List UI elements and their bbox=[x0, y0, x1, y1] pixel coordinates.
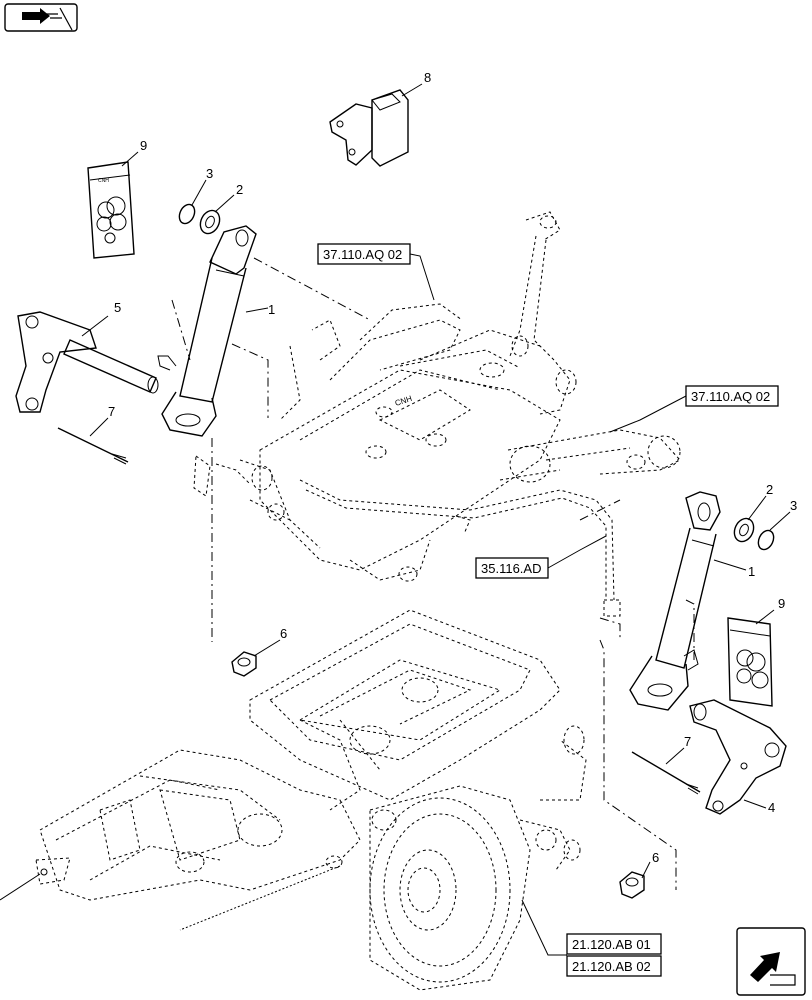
reference-37-110-aq-02-top[interactable]: 37.110.AQ 02 bbox=[317, 243, 435, 301]
callout-5: 5 bbox=[114, 300, 121, 315]
svg-text:35.116.AD: 35.116.AD bbox=[481, 561, 541, 576]
callout-7-right: 7 bbox=[684, 734, 691, 749]
callout-9-left: 9 bbox=[140, 138, 147, 153]
callout-2-left: 2 bbox=[236, 182, 243, 197]
svg-text:37.110.AQ 02: 37.110.AQ 02 bbox=[323, 247, 402, 262]
reference-21-120-ab-01[interactable]: 21.120.AB 01 bbox=[566, 933, 662, 955]
callout-2-right: 2 bbox=[766, 482, 773, 497]
next-page-arrow-icon[interactable] bbox=[736, 927, 806, 996]
callout-8: 8 bbox=[424, 70, 431, 85]
callout-3-left: 3 bbox=[206, 166, 213, 181]
reference-37-110-aq-02-right[interactable]: 37.110.AQ 02 bbox=[609, 385, 779, 433]
callout-6-right: 6 bbox=[652, 850, 659, 865]
snap-ring-part-3-left bbox=[178, 179, 207, 225]
previous-page-arrow-icon[interactable] bbox=[4, 3, 78, 32]
lift-cylinder-part-1-left bbox=[157, 225, 269, 437]
pin-part-7-left bbox=[57, 417, 129, 465]
seal-kit-bag-left: CNH bbox=[87, 151, 139, 259]
callout-9-right: 9 bbox=[778, 596, 785, 611]
pin-part-7-right bbox=[631, 747, 701, 795]
bushing-part-6-right bbox=[619, 861, 651, 899]
reference-35-116-ad[interactable]: 35.116.AD bbox=[475, 535, 607, 579]
lift-cylinder-part-1-right bbox=[629, 491, 747, 711]
lift-arm-part-5-left bbox=[15, 311, 159, 413]
lift-arm-part-4-right bbox=[689, 699, 787, 815]
svg-text:21.120.AB 01: 21.120.AB 01 bbox=[572, 937, 651, 952]
callout-1-left: 1 bbox=[268, 302, 275, 317]
callout-6-left: 6 bbox=[280, 626, 287, 641]
seal-kit-bag-right bbox=[727, 609, 775, 707]
reference-21-120-ab-02[interactable]: 21.120.AB 02 bbox=[521, 899, 662, 977]
svg-text:CNH: CNH bbox=[394, 394, 413, 408]
transmission-housing bbox=[0, 609, 587, 991]
callout-7-left: 7 bbox=[108, 404, 115, 419]
washer-part-2-right bbox=[733, 495, 767, 543]
washer-part-2-left bbox=[199, 194, 235, 235]
callout-4: 4 bbox=[768, 800, 775, 815]
svg-text:37.110.AQ 02: 37.110.AQ 02 bbox=[691, 389, 770, 404]
callout-3-right: 3 bbox=[790, 498, 797, 513]
svg-text:21.120.AB 02: 21.120.AB 02 bbox=[572, 959, 651, 974]
bushing-part-6-left bbox=[231, 639, 281, 677]
lift-housing-assembly: CNH bbox=[193, 211, 681, 617]
snap-ring-part-3-right bbox=[757, 511, 791, 551]
callout-labels: 1 1 2 2 3 3 4 5 6 6 7 7 8 9 9 bbox=[108, 70, 797, 865]
bracket-part-8 bbox=[329, 83, 423, 167]
svg-text:CNH: CNH bbox=[98, 178, 109, 184]
callout-1-right: 1 bbox=[748, 564, 755, 579]
assembly-centerlines bbox=[171, 257, 695, 890]
